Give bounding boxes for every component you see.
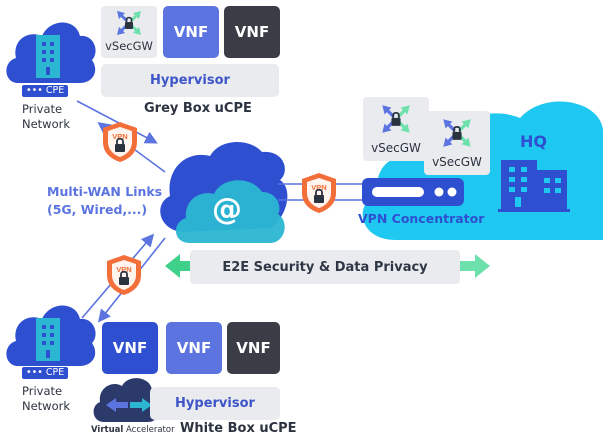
grey-box-vnf-module: VNF: [224, 6, 280, 58]
grey-box-hypervisor: Hypervisor: [101, 64, 279, 97]
hq-vsecgw-module: vSecGW: [363, 97, 429, 161]
bottom-site-building-icon: [36, 318, 60, 361]
e2e-left-arrow: [165, 254, 192, 278]
vpn-badge-label: VPN: [112, 132, 127, 141]
module-label: vSecGW: [105, 39, 153, 53]
secure-gateway-icon: [382, 105, 410, 133]
dots-icon: •••: [26, 85, 46, 96]
hq-vsecgw-module: vSecGW: [424, 111, 490, 175]
white-box-hypervisor: Hypervisor: [150, 387, 280, 420]
bottom-cpe-tag: ••• CPE: [22, 367, 69, 379]
hq-label: HQ: [520, 132, 547, 151]
wan-cloud-front: [175, 180, 285, 243]
white-box-vnf-module: VNF: [166, 322, 222, 374]
white-box-caption: White Box uCPE: [180, 421, 297, 436]
at-sign-icon: @: [212, 192, 242, 227]
vpn-badge-label: VPN: [116, 265, 131, 274]
white-box-vnf-module: VNF: [102, 322, 158, 374]
e2e-security-banner: E2E Security & Data Privacy: [190, 250, 460, 284]
dots-icon: •••: [26, 367, 46, 378]
vpn-badge-top: VPN: [103, 122, 137, 162]
grey-box-caption: Grey Box uCPE: [144, 101, 252, 116]
top-site-building-icon: [36, 35, 60, 78]
top-private-network-label: Private Network: [22, 102, 71, 131]
grey-box-vsecgw-module: vSecGW: [101, 6, 157, 58]
vpn-badge-hq: VPN: [302, 173, 336, 213]
e2e-right-arrow: [460, 254, 490, 278]
grey-box-vnf-module: VNF: [163, 6, 219, 58]
top-cpe-tag: ••• CPE: [22, 85, 69, 97]
module-label: vSecGW: [432, 155, 482, 169]
secure-gateway-icon: [443, 119, 471, 147]
secure-gateway-icon: [117, 11, 141, 35]
multi-wan-label: Multi-WAN Links (5G, Wired,...): [47, 184, 163, 217]
module-label: vSecGW: [371, 141, 421, 155]
white-box-vnf-module: VNF: [227, 322, 280, 374]
virtual-accelerator-label: Virtual Accelerator: [91, 425, 175, 435]
vpn-badge-bottom: VPN: [107, 255, 141, 295]
vpn-concentrator-label: VPN Concentrator: [358, 211, 485, 226]
bottom-private-network-label: Private Network: [22, 384, 71, 413]
hq-building-icon: [498, 160, 570, 212]
virtual-accelerator-icon: [93, 378, 161, 422]
vpn-badge-label: VPN: [311, 183, 326, 192]
